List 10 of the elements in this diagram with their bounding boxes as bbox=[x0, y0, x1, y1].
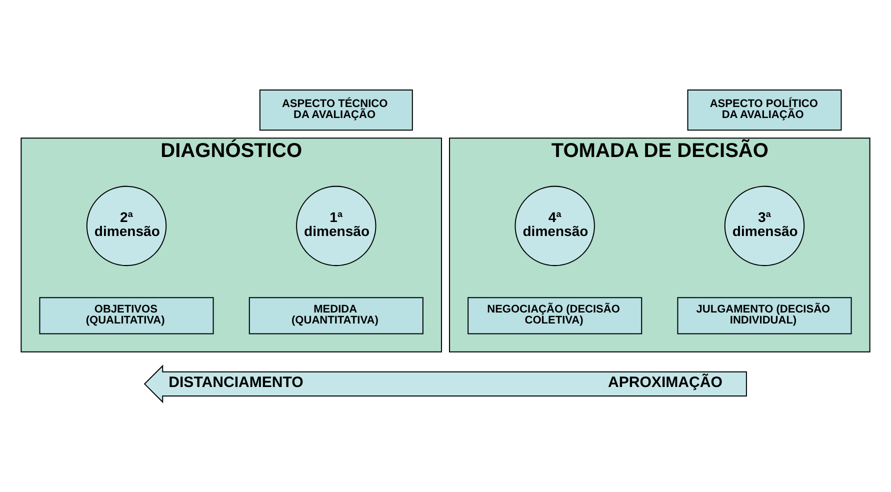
node-box: ASPECTO TÉCNICO DA AVALIAÇÃO bbox=[259, 90, 413, 131]
node-circle: 2ª dimensão bbox=[86, 186, 167, 266]
node-circle: 3ª dimensão bbox=[724, 186, 805, 266]
node-circle: 4ª dimensão bbox=[514, 186, 595, 266]
node-box: JULGAMENTO (DECISÃO INDIVIDUAL) bbox=[677, 297, 852, 334]
node-box: ASPECTO POLÍTICO DA AVALIAÇÃO bbox=[687, 90, 842, 131]
node-box: MEDIDA (QUANTITATIVA) bbox=[248, 297, 424, 334]
node-box: NEGOCIAÇÃO (DECISÃO COLETIVA) bbox=[468, 297, 642, 334]
node-circle: 1ª dimensão bbox=[296, 186, 376, 266]
node-box: OBJETIVOS (QUALITATIVA) bbox=[39, 297, 214, 334]
